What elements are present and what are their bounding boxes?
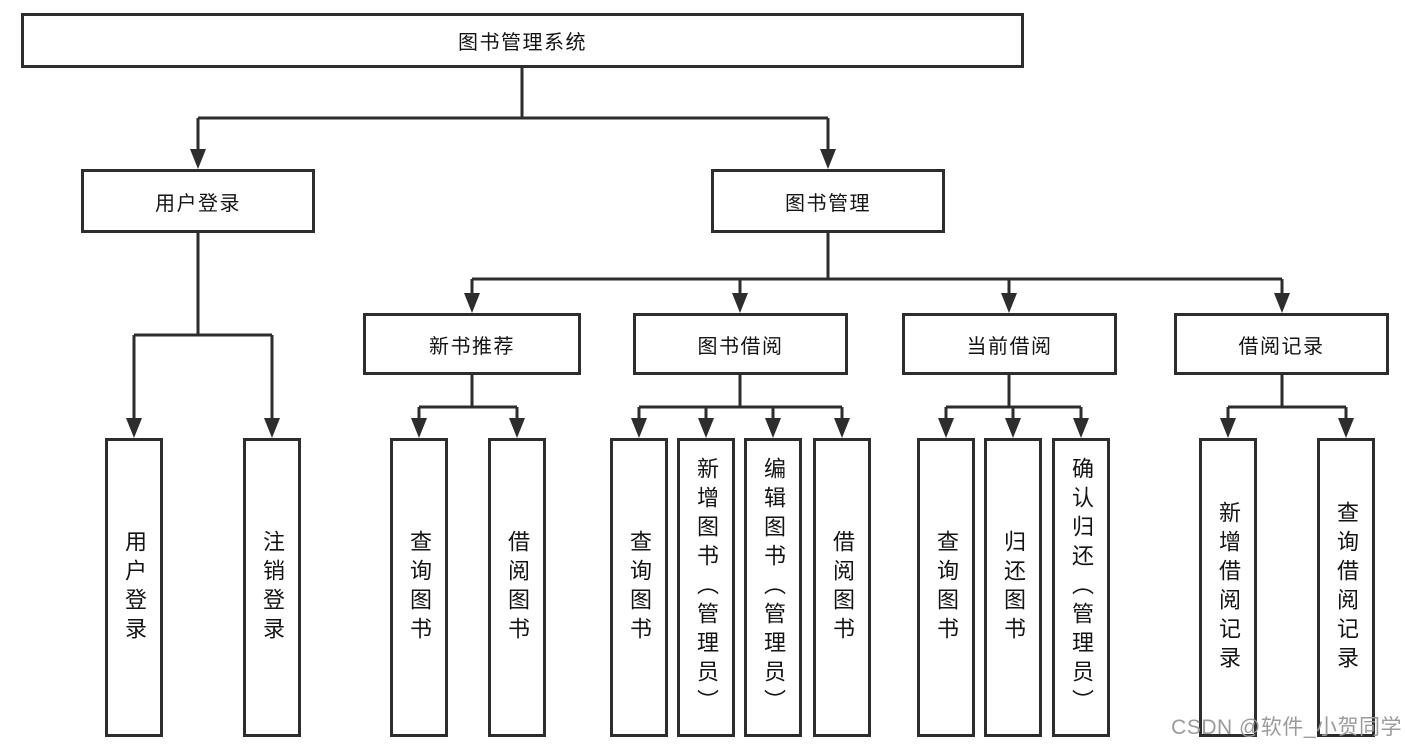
leaf-add-books-admin-label: 新增图书（管理员） bbox=[694, 457, 719, 718]
leaf-add-books-admin: 新增图书（管理员） bbox=[677, 438, 735, 737]
leaf-borrow-books-2: 借阅图书 bbox=[813, 438, 871, 737]
leaf-query-books-1: 查询图书 bbox=[390, 438, 448, 737]
node-user-login: 用户登录 bbox=[81, 169, 315, 233]
watermark: CSDN @软件_小贺同学 bbox=[1171, 716, 1402, 739]
node-book-borrow: 图书借阅 bbox=[633, 313, 848, 375]
leaf-add-borrow-record: 新增借阅记录 bbox=[1199, 438, 1257, 737]
leaf-user-login: 用户登录 bbox=[105, 438, 163, 737]
leaf-borrow-books-2-label: 借阅图书 bbox=[830, 529, 855, 646]
node-borrow-records: 借阅记录 bbox=[1174, 313, 1389, 375]
leaf-borrow-books-1-label: 借阅图书 bbox=[505, 529, 530, 646]
leaf-add-borrow-record-label: 新增借阅记录 bbox=[1216, 500, 1241, 675]
node-book-mgmt: 图书管理 bbox=[711, 169, 945, 233]
leaf-query-borrow-record: 查询借阅记录 bbox=[1317, 438, 1375, 737]
leaf-return-books: 归还图书 bbox=[984, 438, 1042, 737]
node-book-mgmt-label: 图书管理 bbox=[785, 192, 871, 215]
node-borrow-records-label: 借阅记录 bbox=[1238, 335, 1325, 358]
leaf-query-books-1-label: 查询图书 bbox=[407, 529, 432, 646]
leaf-query-borrow-record-label: 查询借阅记录 bbox=[1334, 500, 1359, 675]
leaf-borrow-books-1: 借阅图书 bbox=[488, 438, 546, 737]
leaf-user-login-label: 用户登录 bbox=[122, 529, 147, 646]
leaf-confirm-return-admin: 确认归还（管理员） bbox=[1052, 438, 1110, 737]
node-root: 图书管理系统 bbox=[21, 13, 1024, 68]
node-user-login-label: 用户登录 bbox=[155, 192, 241, 215]
leaf-return-books-label: 归还图书 bbox=[1001, 529, 1026, 646]
leaf-edit-books-admin-label: 编辑图书（管理员） bbox=[761, 457, 786, 718]
node-new-books-label: 新书推荐 bbox=[429, 335, 515, 358]
leaf-query-books-3: 查询图书 bbox=[917, 438, 975, 737]
node-new-books: 新书推荐 bbox=[363, 313, 581, 375]
leaf-edit-books-admin: 编辑图书（管理员） bbox=[744, 438, 802, 737]
leaf-query-books-2-label: 查询图书 bbox=[627, 529, 652, 646]
node-current-borrow: 当前借阅 bbox=[902, 313, 1117, 375]
leaf-confirm-return-admin-label: 确认归还（管理员） bbox=[1069, 457, 1094, 718]
leaf-logout-label: 注销登录 bbox=[260, 529, 285, 646]
leaf-logout: 注销登录 bbox=[243, 438, 301, 737]
leaf-query-books-2: 查询图书 bbox=[610, 438, 668, 737]
node-root-label: 图书管理系统 bbox=[458, 32, 587, 54]
node-current-borrow-label: 当前借阅 bbox=[966, 335, 1053, 358]
leaf-query-books-3-label: 查询图书 bbox=[934, 529, 959, 646]
node-book-borrow-label: 图书借阅 bbox=[697, 335, 784, 358]
